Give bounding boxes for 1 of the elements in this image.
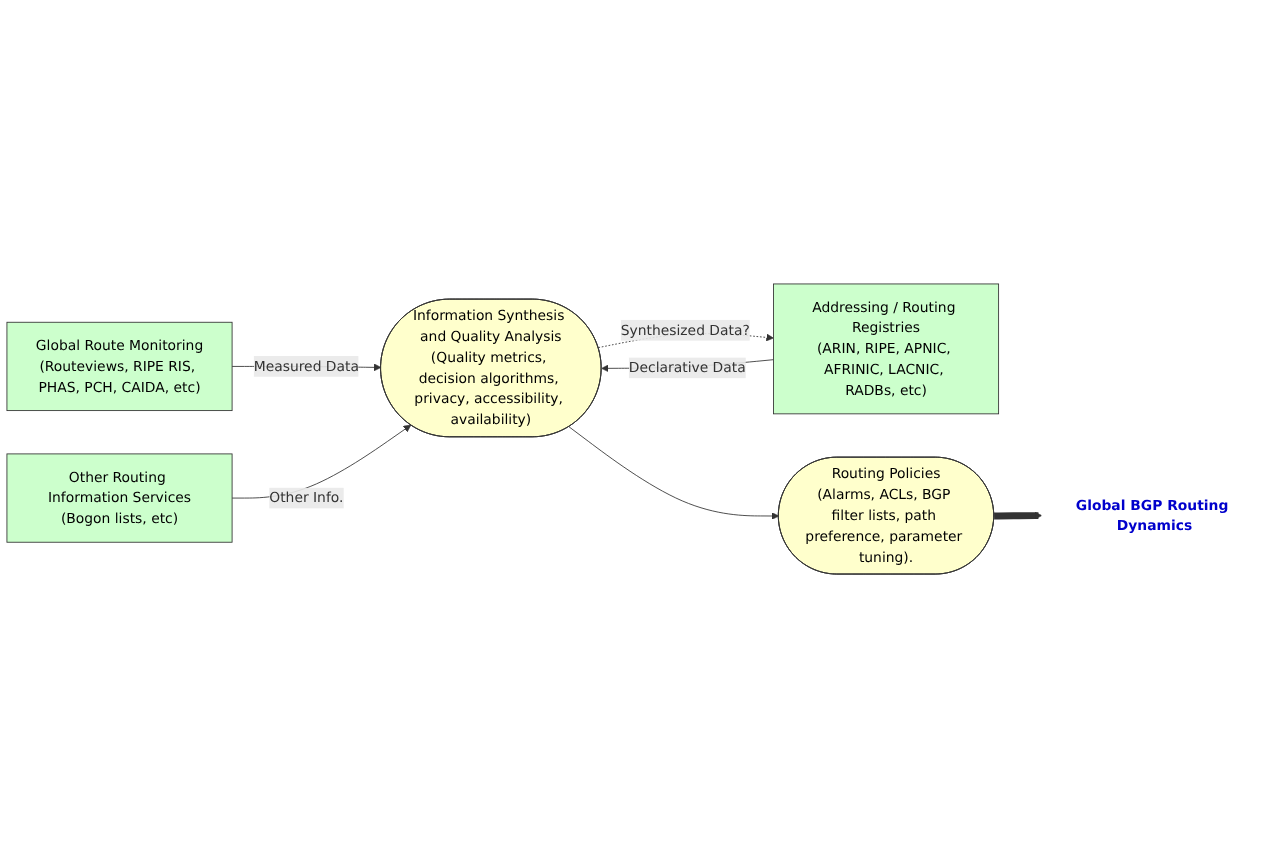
arrow <box>994 511 1043 520</box>
